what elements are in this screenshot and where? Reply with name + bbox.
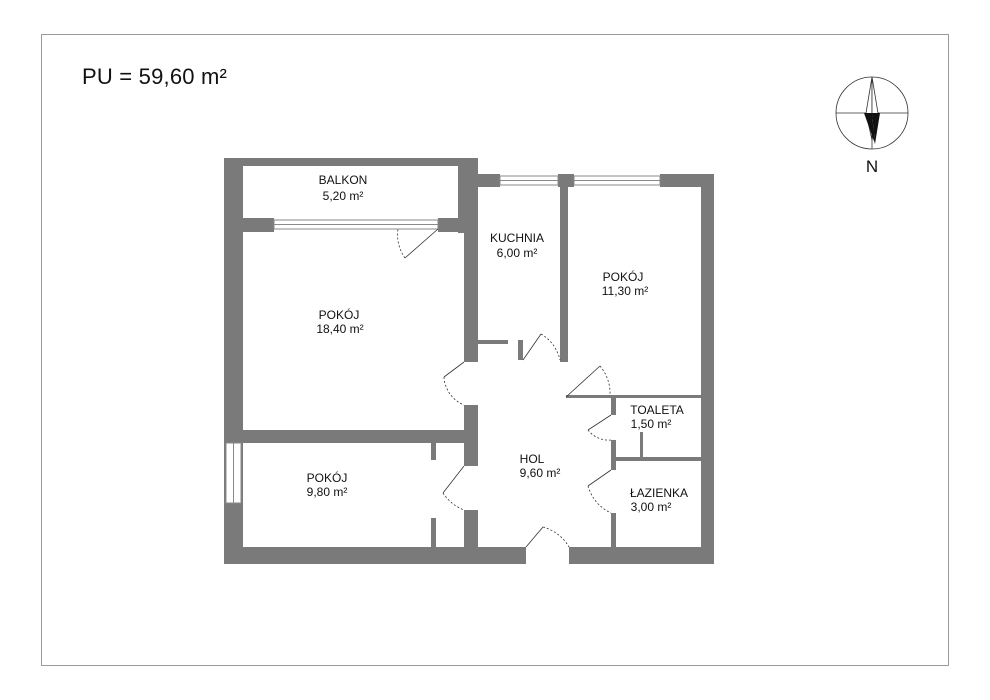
compass-icon: N	[835, 76, 909, 176]
room-area-hol: 9,60 m²	[520, 466, 561, 480]
room-area-kuchnia: 6,00 m²	[497, 246, 538, 260]
room-name-kuchnia: KUCHNIA	[490, 231, 544, 245]
north-label: N	[866, 157, 878, 176]
room-area-pokoj-ne: 11,30 m²	[602, 284, 648, 298]
room-name-pokoj-sw: POKÓJ	[307, 470, 348, 485]
room-name-balkon: BALKON	[319, 173, 368, 187]
room-area-toaleta: 1,50 m²	[631, 417, 672, 431]
room-name-pokoj-ne: POKÓJ	[603, 269, 644, 284]
room-area-balkon: 5,20 m²	[323, 189, 364, 203]
room-name-toaleta: TOALETA	[630, 403, 684, 417]
windows	[225, 175, 661, 504]
room-name-lazienka: ŁAZIENKA	[630, 486, 688, 500]
room-area-pokoj-sw: 9,80 m²	[307, 485, 348, 499]
room-labels: BALKON 5,20 m² KUCHNIA 6,00 m² POKÓJ 11,…	[307, 173, 688, 514]
plan-frame	[41, 34, 949, 666]
room-name-pokoj-w: POKÓJ	[319, 307, 360, 322]
room-area-pokoj-w: 18,40 m²	[316, 322, 363, 336]
room-name-hol: HOL	[520, 452, 545, 466]
doors	[397, 228, 612, 548]
usable-area-label: PU = 59,60 m²	[82, 64, 228, 89]
room-area-lazienka: 3,00 m²	[631, 500, 672, 514]
